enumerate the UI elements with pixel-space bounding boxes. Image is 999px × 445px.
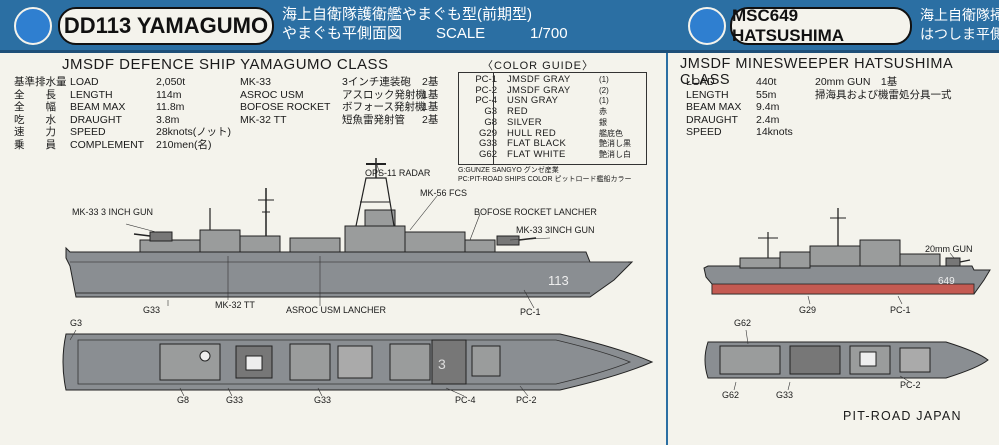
label-pc4: PC-4 [455,395,476,405]
label-g8: G8 [177,395,190,405]
header-circle-icon-right [688,7,726,45]
label-g29: G29 [799,305,817,315]
header-rule [0,50,999,53]
label-bofose-launcher: BOFOSE ROCKET LANCHER [474,207,597,217]
label-pc2: PC-2 [516,395,537,405]
hatsushima-side-profile: 649 [703,208,991,305]
label-pc2-hatsushima: PC-2 [900,380,921,390]
label-mk33-fore: MK-33 3 INCH GUN [72,207,154,217]
color-guide-note: G:GUNZE SANGYO グンゼ産業 [458,167,559,174]
label-g33-top-1: G33 [226,395,244,405]
hatsushima-badge: MSC649 HATSUSHIMA [730,6,912,45]
hatsushima-jp-title: 海上自衛隊掃海艇 [920,7,999,23]
yamagumo-badge: DD113 YAMAGUMO [58,7,274,45]
armament-row: 20mm GUN 1基 [815,76,898,88]
label-ops-radar: OPS-11 RADAR [365,168,431,178]
label-20mm-gun: 20mm GUN [925,244,973,254]
label-g62-top: G62 [734,318,752,328]
svg-text:3: 3 [438,356,446,372]
hatsushima-class-title: JMSDF MINESWEEPER HATSUSHIMA CLASS [680,56,953,88]
color-guide-divider [493,72,494,164]
label-mk56-fcs: MK-56 FCS [420,188,468,198]
armament-row: 掃海具および機雷処分具一式 [815,88,952,101]
hatsushima-armament: 20mm GUN 1基 掃海具および機雷処分具一式 [815,76,952,101]
panel-divider [666,53,668,445]
hatsushima-top-view [704,329,989,391]
label-mk32-tt: MK-32 TT [215,300,255,310]
scale-label: SCALE [436,25,486,42]
label-g33-top-2: G33 [314,395,332,405]
label-pc1-hatsushima: PC-1 [890,305,911,315]
yamagumo-side-profile: 113 [65,158,634,309]
yamagumo-hull-number: 113 [548,273,569,288]
yamagumo-jp-subtitle: やまぐも平側面図 [282,25,403,42]
label-g62-bottom: G62 [722,390,740,400]
label-mk33-aft: MK-33 3INCH GUN [516,225,595,235]
label-g33-hatsushima: G33 [776,390,794,400]
label-asroc-launcher: ASROC USM LANCHER [286,305,387,315]
hatsushima-jp-subtitle: はつしま平側面図 [920,26,999,42]
label-g3: G3 [70,318,83,328]
color-guide-note: PC:PIT-ROAD SHIPS COLOR ピットロード艦船カラー [458,176,632,183]
brand-footer: PIT-ROAD JAPAN [843,409,962,423]
yamagumo-top-view: 3 [62,329,654,397]
color-guide-title: 〈COLOR GUIDE〉 [482,60,595,72]
header-circle-icon [14,7,52,45]
yamagumo-jp-title: 海上自衛隊護衛艦やまぐも型(前期型) [282,6,532,23]
label-g33-side: G33 [143,305,161,315]
hatsushima-hull-number: 649 [938,276,955,287]
yamagumo-class-title: JMSDF DEFENCE SHIP YAMAGUMO CLASS [62,56,389,73]
scale-value: 1/700 [530,25,568,42]
label-pc1-side: PC-1 [520,307,541,317]
